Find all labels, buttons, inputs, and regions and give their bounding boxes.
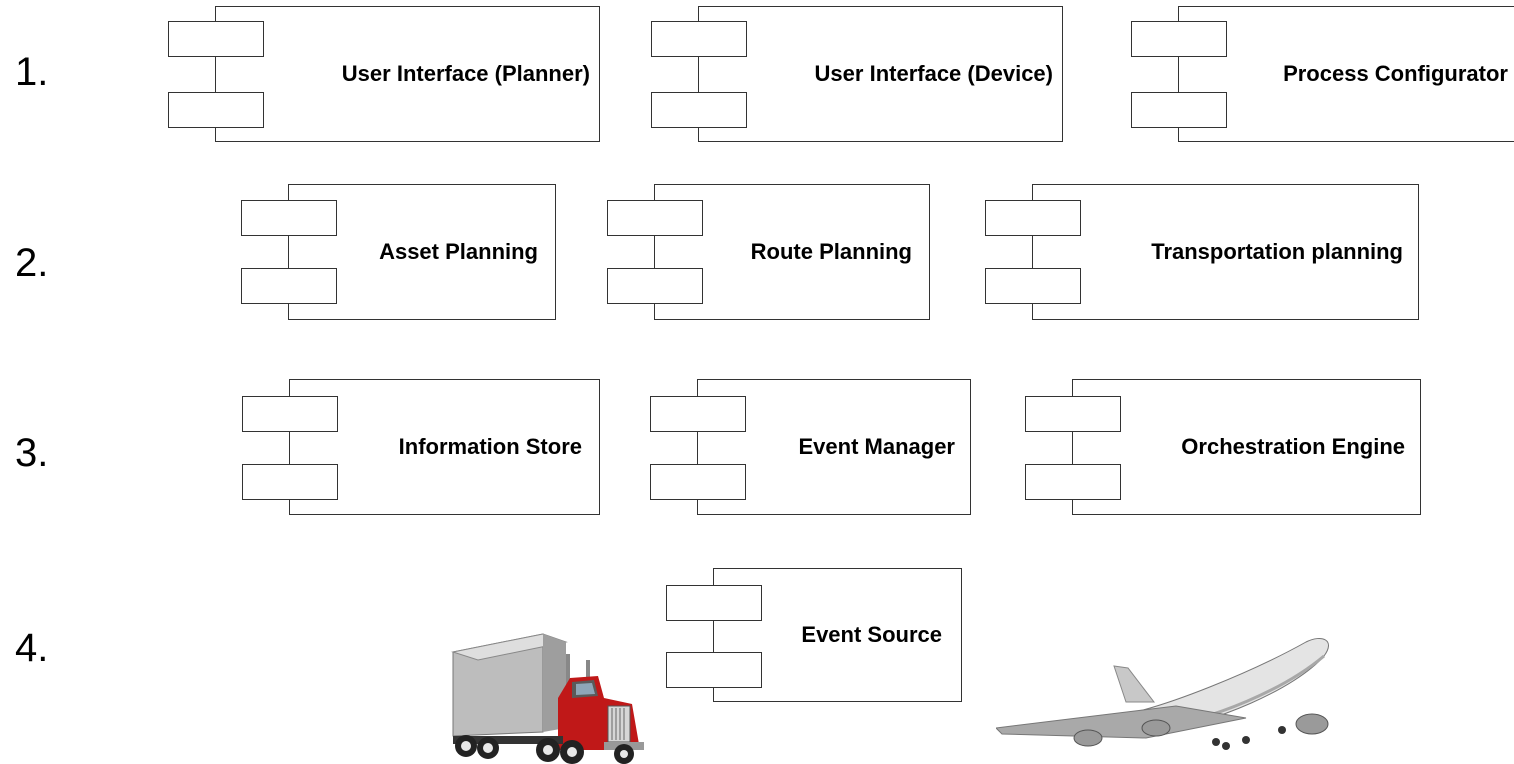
component-label: Orchestration Engine (1181, 434, 1405, 459)
component-tab-top (651, 21, 747, 57)
row-number-3: 3. (15, 431, 49, 475)
component-label: Event Manager (798, 434, 956, 459)
row-number-1: 1. (15, 50, 49, 94)
component-tab-top (1025, 396, 1121, 432)
component-label: Route Planning (750, 239, 912, 264)
component-tab-bottom (1025, 464, 1121, 500)
airplane-icon (996, 638, 1329, 750)
component-event-manager[interactable]: Event Manager (650, 379, 971, 515)
component-label: Information Store (398, 434, 582, 459)
component-tab-bottom (1131, 92, 1227, 128)
component-tab-top (168, 21, 264, 57)
component-label: Process Configurator (1283, 61, 1508, 86)
row-number-2: 2. (15, 241, 49, 285)
component-tab-top (1131, 21, 1227, 57)
component-label: Event Source (801, 622, 942, 647)
component-tab-bottom (241, 268, 337, 304)
component-tab-top (242, 396, 338, 432)
component-tab-bottom (242, 464, 338, 500)
component-asset-planning[interactable]: Asset Planning (241, 184, 556, 320)
component-tab-bottom (985, 268, 1081, 304)
component-tab-top (985, 200, 1081, 236)
component-event-source[interactable]: Event Source (666, 568, 962, 702)
component-route-planning[interactable]: Route Planning (607, 184, 930, 320)
row-number-4: 4. (15, 626, 49, 670)
component-tab-bottom (650, 464, 746, 500)
component-label: User Interface (Device) (814, 61, 1053, 86)
component-tab-bottom (651, 92, 747, 128)
component-user-interface-device[interactable]: User Interface (Device) (651, 6, 1063, 142)
component-label: Asset Planning (379, 239, 538, 264)
component-label: Transportation planning (1151, 239, 1403, 264)
truck-icon (451, 633, 644, 764)
component-tab-bottom (168, 92, 264, 128)
component-tab-top (241, 200, 337, 236)
component-information-store[interactable]: Information Store (242, 379, 600, 515)
component-orchestration-engine[interactable]: Orchestration Engine (1025, 379, 1421, 515)
component-tab-bottom (666, 652, 762, 688)
component-label: User Interface (Planner) (341, 61, 590, 86)
component-user-interface-planner[interactable]: User Interface (Planner) (168, 6, 600, 142)
component-tab-top (666, 585, 762, 621)
component-tab-bottom (607, 268, 703, 304)
component-tab-top (607, 200, 703, 236)
component-tab-top (650, 396, 746, 432)
component-transportation-planning[interactable]: Transportation planning (985, 184, 1419, 320)
component-process-configurator[interactable]: Process Configurator (1131, 6, 1514, 142)
